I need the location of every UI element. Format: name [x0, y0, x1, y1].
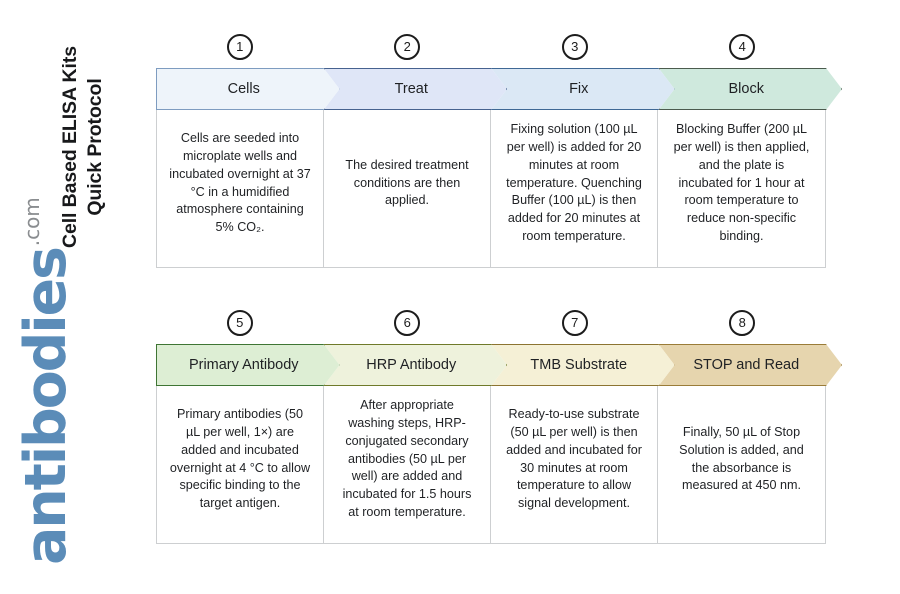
chevron-step-2[interactable]: Treat: [324, 68, 508, 110]
brand-logo-name: antibodies: [13, 248, 79, 565]
chevron-step-5[interactable]: Primary Antibody: [156, 344, 340, 386]
description-grid-2: Primary antibodies (50 µL per well, 1×) …: [156, 386, 826, 544]
chevron-label: Treat: [394, 81, 428, 97]
chevron-label: TMB Substrate: [530, 357, 628, 373]
brand-logo-tld: .com: [20, 197, 44, 247]
step-number-badge: 4: [729, 34, 756, 60]
chevron-label: STOP and Read: [693, 357, 800, 373]
step-description-text: Cells are seeded into microplate wells a…: [169, 130, 311, 235]
step-number-badge: 2: [394, 34, 421, 60]
protocol-row-2: 5 6 7 8 Primary Antibody HRP Antibody TMB Sub…: [156, 310, 846, 544]
protocol-row-1: 1 2 3 4 Cells Treat Fix Block Cells are seeded…: [156, 34, 846, 268]
description-grid-1: Cells are seeded into microplate wells a…: [156, 110, 826, 268]
chevron-step-7[interactable]: TMB Substrate: [491, 344, 675, 386]
chevron-step-1[interactable]: Cells: [156, 68, 340, 110]
step-number-badge: 6: [394, 310, 421, 336]
step-description-text: Blocking Buffer (200 µL per well) is the…: [673, 121, 810, 244]
step-description-cell: Fixing solution (100 µL per well) is add…: [491, 110, 658, 267]
step-description-text: The desired treatment conditions are the…: [345, 157, 469, 208]
step-number-badge: 8: [729, 310, 756, 336]
step-number-badge: 1: [226, 34, 253, 60]
page-title-line-2: Quick Protocol: [83, 78, 106, 216]
step-number-badge: 7: [561, 310, 588, 336]
step-number-badge: 3: [561, 34, 588, 60]
chevron-label: Primary Antibody: [188, 357, 299, 373]
chevron-band-1: Cells Treat Fix Block: [156, 68, 842, 110]
chevron-label: HRP Antibody: [366, 357, 457, 373]
step-description-cell: Blocking Buffer (200 µL per well) is the…: [658, 110, 825, 267]
step-description-text: Ready-to-use substrate (50 µL per well) …: [506, 406, 642, 511]
chevron-step-8[interactable]: STOP and Read: [659, 344, 843, 386]
brand-logo: antibodies.com: [0, 197, 150, 580]
chevron-step-3[interactable]: Fix: [491, 68, 675, 110]
chevron-label: Block: [728, 81, 764, 97]
step-description-text: After appropriate washing steps, HRP-con…: [342, 397, 472, 520]
step-number-badge: 5: [226, 310, 253, 336]
step-description-cell: Ready-to-use substrate (50 µL per well) …: [491, 386, 658, 543]
chevron-step-6[interactable]: HRP Antibody: [324, 344, 508, 386]
step-description-text: Fixing solution (100 µL per well) is add…: [506, 121, 642, 244]
chevron-label: Cells: [227, 81, 260, 97]
step-description-cell: Finally, 50 µL of Stop Solution is added…: [658, 386, 825, 543]
step-description-cell: Cells are seeded into microplate wells a…: [157, 110, 324, 267]
step-description-cell: The desired treatment conditions are the…: [324, 110, 491, 267]
page-title-line-1: Cell Based ELISA Kits: [59, 46, 81, 248]
chevron-band-2: Primary Antibody HRP Antibody TMB Substrat…: [156, 344, 842, 386]
step-badge-strip-2: 5 6 7 8: [156, 310, 836, 344]
step-description-text: Finally, 50 µL of Stop Solution is added…: [679, 424, 804, 493]
step-badge-strip-1: 1 2 3 4: [156, 34, 836, 68]
step-description-cell: After appropriate washing steps, HRP-con…: [324, 386, 491, 543]
chevron-label: Fix: [569, 81, 589, 97]
step-description-text: Primary antibodies (50 µL per well, 1×) …: [169, 406, 311, 511]
chevron-step-4[interactable]: Block: [659, 68, 843, 110]
step-description-cell: Primary antibodies (50 µL per well, 1×) …: [157, 386, 324, 543]
